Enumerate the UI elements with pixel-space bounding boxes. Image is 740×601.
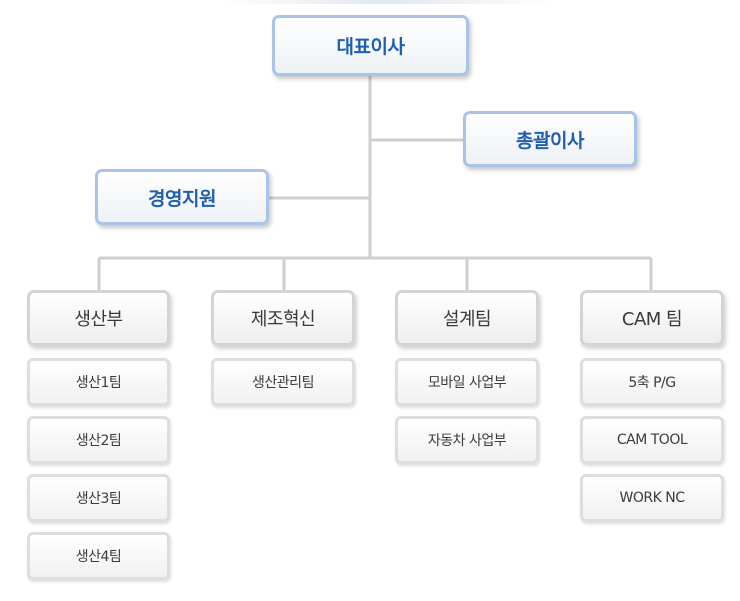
team-production-1: 생산1팀 <box>27 358 170 406</box>
department-manufacturing-innovation: 제조혁신 <box>211 290 355 346</box>
general-director-box: 총괄이사 <box>463 111 637 167</box>
ceo-box: 대표이사 <box>272 15 469 76</box>
team-work-nc: WORK NC <box>580 474 724 522</box>
department-production: 생산부 <box>27 290 170 346</box>
team-production-2: 생산2팀 <box>27 416 170 464</box>
team-automotive-business: 자동차 사업부 <box>395 416 539 464</box>
team-production-management: 생산관리팀 <box>211 358 355 406</box>
top-decorative-line <box>222 0 552 4</box>
team-cam-tool: CAM TOOL <box>580 416 724 464</box>
department-cam: CAM 팀 <box>580 290 724 346</box>
management-support-box: 경영지원 <box>95 169 269 225</box>
department-design: 설계팀 <box>395 290 539 346</box>
team-mobile-business: 모바일 사업부 <box>395 358 539 406</box>
team-production-4: 생산4팀 <box>27 532 170 580</box>
team-production-3: 생산3팀 <box>27 474 170 522</box>
team-5axis-pg: 5축 P/G <box>580 358 724 406</box>
